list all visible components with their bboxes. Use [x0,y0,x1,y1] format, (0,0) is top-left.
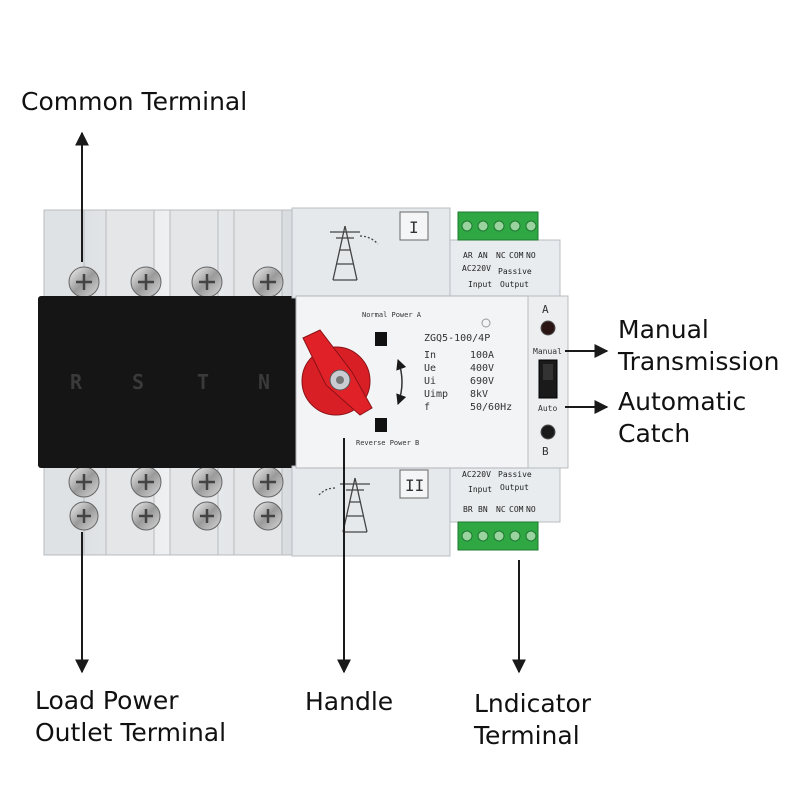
load-power-line-1: Load Power [35,686,179,715]
manual-transmission-callout: Manual Transmission [618,314,780,378]
spec-name: f [424,402,430,413]
spec-name: Ue [424,363,436,374]
automatic-catch-line-1: Automatic [618,387,747,416]
top-pin-an: AN [478,251,488,260]
top-input-label: Input [468,280,492,289]
power-tower-icon [330,225,379,281]
rotation-arrows-icon [396,359,407,405]
bottom-pin-bn: BN [478,505,488,514]
manual-transmission-line-2: Transmission [618,347,780,376]
bottom-output-label: Output [500,483,529,492]
top-pin-nc: NC [496,251,506,260]
reverse-power-window [375,418,387,432]
power-tower-icon [317,477,370,533]
common-terminal-label: Common Terminal [21,87,248,116]
mode-selector-knob[interactable] [543,364,553,380]
bottom-terminal-pin-labels: AC220V Input Passive Output BR BN NC COM… [462,470,536,514]
bottom-pin-nc: NC [496,505,506,514]
bottom-pin-br: BR [463,505,473,514]
automatic-catch-callout: Automatic Catch [618,386,746,450]
spec-value: 100A [470,350,494,361]
bottom-pin-com: COM [509,505,524,514]
manual-transmission-line-1: Manual [618,315,709,344]
pole-letter-n: N [258,370,270,394]
top-indicator-terminal-block [457,211,539,241]
normal-power-window [375,332,387,346]
handle-label: Handle [305,687,394,716]
handle[interactable] [301,329,373,416]
model-number: ZGQ5-100/4P [424,333,490,344]
spec-value: 690V [470,376,494,387]
bottom-output-passive: Passive [498,470,532,479]
spec-name: Ui [424,376,436,387]
indicator-terminal-callout: Lndicator Terminal [474,688,591,752]
indicator-a-lamp [540,320,556,336]
spec-name: In [424,350,436,361]
top-output-label: Output [500,280,529,289]
bottom-input-voltage: AC220V [462,470,491,479]
common-terminal-callout: Common Terminal [21,86,247,118]
mode-auto-label: Auto [538,404,557,413]
cert-mark-icon [481,318,491,328]
indicator-a-label: A [542,303,549,316]
bottom-module-mark: II [405,476,424,495]
mode-manual-label: Manual [533,347,562,356]
spec-table: In 100A Ue 400V Ui 690V Uimp 8kV f 50/60… [424,350,512,413]
pole-letters: R S T N [70,370,270,394]
pole-letter-t: T [197,370,209,394]
bottom-input-label: Input [468,485,492,494]
spec-value: 50/60Hz [470,402,512,413]
top-pin-ar: AR [463,251,473,260]
spec-name: Uimp [424,389,448,400]
indicator-b-label: B [542,445,549,458]
terminal-cover [38,296,296,468]
top-module-mark: I [409,218,419,237]
spec-value: 400V [470,363,494,374]
top-module: I [291,207,561,299]
automatic-catch-line-2: Catch [618,419,691,448]
top-input-voltage: AC220V [462,264,491,273]
top-pin-no: NO [526,251,536,260]
bottom-pin-no: NO [526,505,536,514]
top-pin-com: COM [509,251,524,260]
indicator-terminal-line-1: Lndicator [474,689,592,718]
spec-value: 8kV [470,389,488,400]
reverse-power-label: Reverse Power B [356,439,419,447]
indicator-b-lamp [540,424,556,440]
bottom-indicator-terminal-block [457,521,539,551]
callout-arrows [75,131,609,674]
handle-callout: Handle [305,686,393,718]
top-terminal-pin-labels: AR AN NC COM NO AC220V Input Passive Out… [462,251,536,289]
load-power-outlet-callout: Load Power Outlet Terminal [35,685,226,749]
indicator-terminal-line-2: Terminal [474,721,580,750]
normal-power-label: Normal Power A [362,311,422,319]
load-power-line-2: Outlet Terminal [35,718,227,747]
mode-panel: A Manual Auto B [527,295,569,469]
top-output-passive: Passive [498,267,532,276]
pole-letter-s: S [132,370,144,394]
pole-letter-r: R [70,370,83,394]
load-outlet-terminal-screws [68,466,284,531]
